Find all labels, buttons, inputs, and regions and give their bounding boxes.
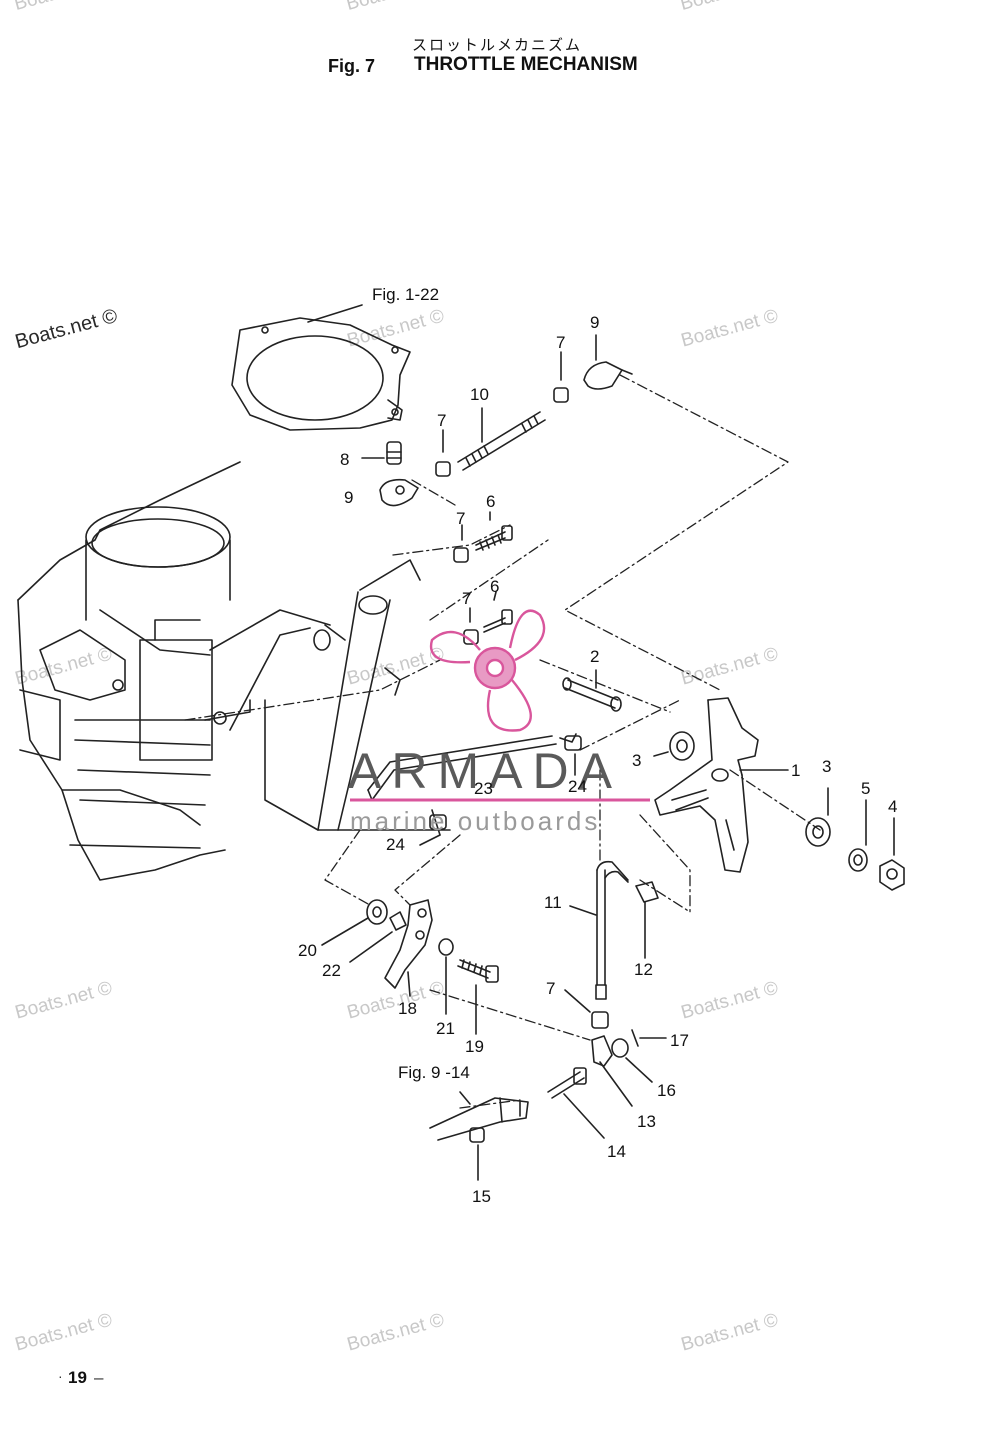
part-label-7: 7 xyxy=(437,411,446,430)
throttle-rod xyxy=(435,407,546,477)
throttle-arm xyxy=(209,559,451,831)
part-label-1: 1 xyxy=(791,761,800,780)
upper-ball-joint xyxy=(553,334,633,403)
ref-fig-1-22: Fig. 1-22 xyxy=(372,285,439,304)
part-label-21: 21 xyxy=(436,1019,455,1038)
part-label-7: 7 xyxy=(456,509,465,528)
part-label-22: 22 xyxy=(322,961,341,980)
part-label-14: 14 xyxy=(607,1142,626,1161)
part-label-5: 5 xyxy=(861,779,870,798)
part-label-9: 9 xyxy=(344,488,353,507)
part-label-13: 13 xyxy=(637,1112,656,1131)
part-label-16: 16 xyxy=(657,1081,676,1100)
shaft-and-collar xyxy=(562,669,695,761)
part-label-4: 4 xyxy=(888,797,897,816)
part-label-11: 11 xyxy=(544,893,562,912)
ref-fig-9-14: Fig. 9 -14 xyxy=(398,1063,470,1082)
remote-control-bracket xyxy=(429,1091,529,1181)
carburetor-gasket xyxy=(231,304,411,431)
part-label-12: 12 xyxy=(634,960,653,979)
part-label-9: 9 xyxy=(590,313,599,332)
part-label-18: 18 xyxy=(398,999,417,1018)
page-number-dash: – xyxy=(94,1368,104,1387)
part-label-23: 23 xyxy=(474,779,493,798)
part-label-24: 24 xyxy=(386,835,405,854)
throttle-bracket xyxy=(654,697,789,873)
leader-lines xyxy=(184,374,821,1109)
part-label-8: 8 xyxy=(340,450,349,469)
part-label-17: 17 xyxy=(670,1031,689,1050)
part-label-20: 20 xyxy=(298,941,317,960)
part-label-7: 7 xyxy=(546,979,555,998)
figure-title: THROTTLE MECHANISM xyxy=(414,54,638,75)
lower-link-rod xyxy=(547,860,667,1139)
title-japanese: スロットルメカニズム xyxy=(412,36,583,54)
screw-and-ball-joint xyxy=(361,441,419,507)
part-label-15: 15 xyxy=(472,1187,491,1206)
engine-block xyxy=(17,461,251,881)
part-label-6: 6 xyxy=(486,492,495,511)
logo-brand-text: ARMADA xyxy=(348,743,622,799)
part-label-7: 7 xyxy=(462,589,471,608)
part-label-24: 24 xyxy=(568,777,587,796)
part-label-2: 2 xyxy=(590,647,599,666)
washers-and-nut xyxy=(805,787,905,891)
part-label-10: 10 xyxy=(470,385,489,404)
page-number: 19 xyxy=(68,1368,87,1387)
logo-tagline-text: marine outboards xyxy=(350,806,600,836)
lever-assembly xyxy=(321,899,499,1035)
figure-number: Fig. 7 xyxy=(328,56,376,76)
part-label-3: 3 xyxy=(632,751,641,770)
page-number-dash: · xyxy=(58,1368,63,1384)
part-label-3: 3 xyxy=(822,757,831,776)
screws-and-nuts xyxy=(453,511,513,645)
armada-propeller-icon xyxy=(429,609,546,732)
part-label-6: 6 xyxy=(490,577,499,596)
part-label-19: 19 xyxy=(465,1037,484,1056)
link-rod xyxy=(367,733,582,846)
armada-logo: ARMADA marine outboards xyxy=(348,743,650,836)
part-label-7: 7 xyxy=(556,333,565,352)
